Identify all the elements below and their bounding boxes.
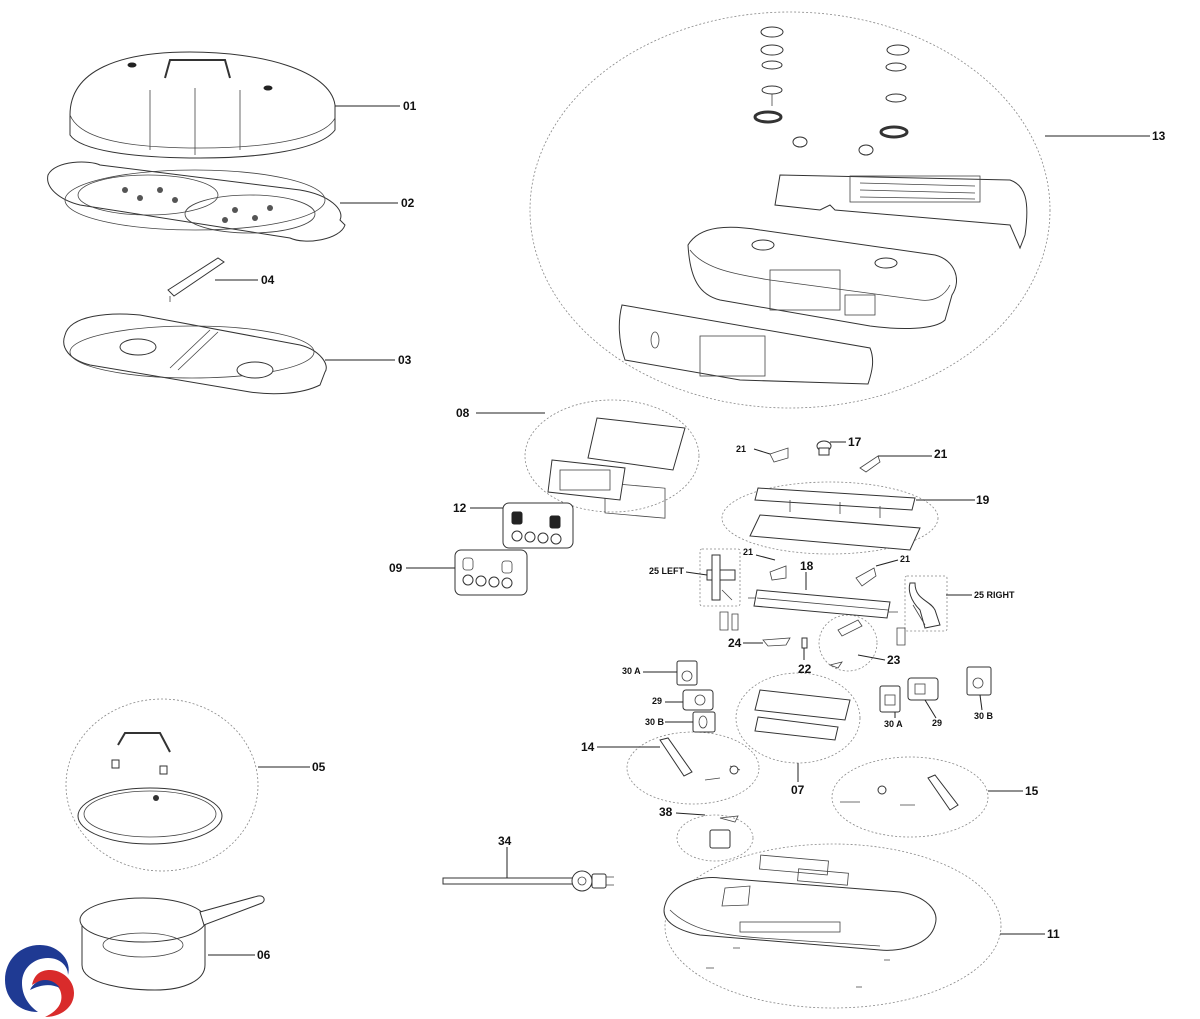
part-05-pot-lid [77, 732, 223, 845]
label-part-22: 22 [798, 662, 812, 676]
part-21-bracket-b [859, 455, 881, 473]
label-part-30a-left: 30 A [622, 666, 641, 676]
label-part-05: 05 [312, 760, 326, 774]
label-part-02: 02 [401, 196, 415, 210]
label-part-01: 01 [403, 99, 417, 113]
part-04-divider [167, 257, 225, 302]
label-part-25-right: 25 RIGHT [974, 590, 1015, 600]
part-02-steaming-tray [47, 161, 346, 242]
label-part-14: 14 [581, 740, 595, 754]
label-part-15: 15 [1025, 784, 1039, 798]
part-21-bracket-a [769, 447, 789, 463]
part-30b-left [692, 711, 716, 733]
swirl-logo-icon [5, 945, 74, 1017]
label-part-38: 38 [659, 805, 673, 819]
part-09-membrane-label [454, 549, 528, 596]
leader-lines [208, 105, 1150, 956]
part-23-thermostat [828, 619, 863, 669]
label-part-04: 04 [261, 273, 275, 287]
part-30b-right [966, 666, 992, 696]
label-part-03: 03 [398, 353, 412, 367]
label-part-18: 18 [800, 559, 814, 573]
label-part-30b-right: 30 B [974, 711, 994, 721]
group-25-right-outline [904, 575, 948, 632]
group-08-outline [524, 399, 700, 513]
label-part-17: 17 [848, 435, 862, 449]
part-30a-left [676, 660, 698, 686]
part-11-base [663, 854, 937, 988]
part-24-clip [762, 637, 791, 647]
group-25-left-outline [699, 548, 741, 607]
group-23-outline [818, 614, 878, 672]
part-06-sauce-pan [79, 895, 265, 991]
group-11-outline [664, 843, 1002, 1009]
label-part-12: 12 [453, 501, 467, 515]
part-13-housing [618, 26, 1028, 385]
group-05-outline [65, 698, 259, 872]
part-07-power-board [754, 689, 851, 741]
label-part-09: 09 [389, 561, 403, 575]
label-part-07: 07 [791, 783, 805, 797]
label-part-30b-left: 30 B [645, 717, 665, 727]
label-part-29-left: 29 [652, 696, 663, 706]
part-21-bracket-d [855, 567, 877, 587]
part-29-left-pump [682, 689, 714, 711]
part-03-base-tray [63, 313, 327, 395]
part-17-sensor [816, 440, 832, 456]
part-38-connector [709, 815, 739, 849]
label-part-29-right: 29 [932, 718, 943, 728]
label-part-23: 23 [887, 653, 901, 667]
group-14-outline [626, 731, 760, 805]
part-12-button-panel [502, 502, 574, 549]
part-29-right-pump [907, 677, 939, 701]
label-part-21-b: 21 [934, 447, 948, 461]
part-14-tube-set [659, 737, 741, 781]
label-part-21-d: 21 [900, 554, 911, 564]
label-part-13: 13 [1152, 129, 1166, 143]
label-part-21-c: 21 [743, 547, 754, 557]
part-01-lid [69, 51, 336, 159]
label-part-25-left: 25 LEFT [649, 566, 685, 576]
label-part-11: 11 [1047, 927, 1060, 941]
label-part-06: 06 [257, 948, 271, 962]
part-25-right-hose [908, 582, 941, 629]
part-15-tube-set [840, 774, 959, 811]
part-34-power-cord [442, 870, 614, 892]
group-19-outline [721, 481, 939, 555]
label-part-19: 19 [976, 493, 990, 507]
part-08-control-board [547, 417, 686, 519]
group-15-outline [831, 756, 989, 838]
part-21-bracket-c [769, 565, 787, 581]
group-38-outline [676, 814, 754, 862]
label-part-30a-right: 30 A [884, 719, 903, 729]
label-part-24: 24 [728, 636, 742, 650]
label-part-21-a: 21 [736, 444, 747, 454]
part-30a-right [879, 685, 901, 713]
label-part-34: 34 [498, 834, 512, 848]
label-part-08: 08 [456, 406, 470, 420]
part-25-left-hose [706, 554, 736, 601]
part-terminals [719, 611, 906, 646]
part-18-heating-element [748, 589, 898, 619]
part-19-heater-cover [749, 487, 921, 551]
part-22-pin [801, 637, 808, 649]
group-13-outline [529, 11, 1051, 409]
